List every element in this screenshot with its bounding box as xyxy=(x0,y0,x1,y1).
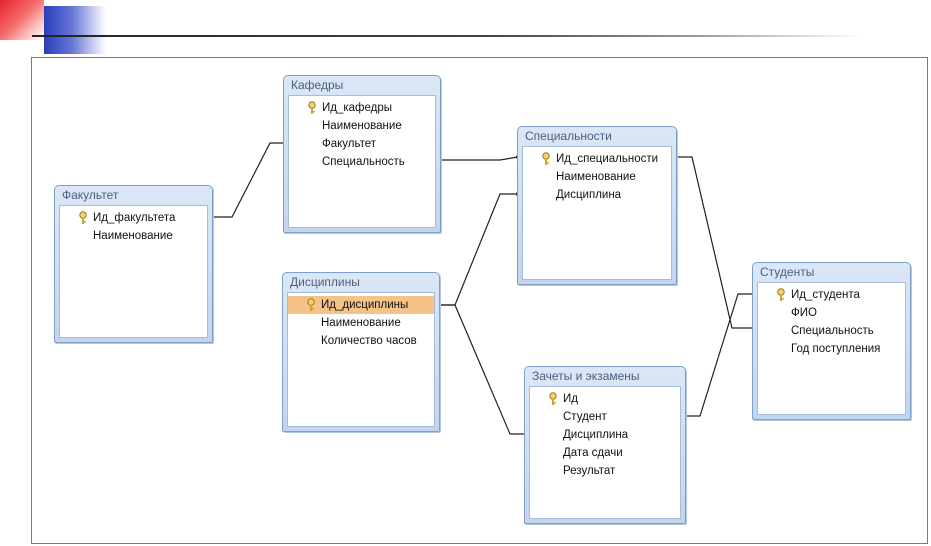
field-row[interactable]: Наименование xyxy=(289,117,435,135)
table-studenty[interactable]: Студенты Ид_студента ФИО Специальность Г… xyxy=(752,262,911,420)
primary-key-icon xyxy=(542,152,550,165)
field-name: Специальность xyxy=(791,325,874,337)
field-name: Студент xyxy=(563,411,607,423)
field-row[interactable]: Дисциплина xyxy=(530,426,680,444)
primary-key-icon xyxy=(549,392,557,405)
field-row[interactable]: Ид_кафедры xyxy=(289,99,435,117)
table-title[interactable]: Факультет xyxy=(62,188,119,202)
table-discipliny[interactable]: Дисциплины Ид_дисциплины Наименование Ко… xyxy=(282,272,440,432)
table-title[interactable]: Дисциплины xyxy=(290,275,360,289)
field-row[interactable]: Ид xyxy=(530,390,680,408)
table-specialnosti[interactable]: Специальности Ид_специальности Наименова… xyxy=(517,126,677,285)
field-row[interactable]: ФИО xyxy=(758,304,905,322)
field-row[interactable]: Специальность xyxy=(289,153,435,171)
field-row[interactable]: Год поступления xyxy=(758,340,905,358)
field-row[interactable]: Специальность xyxy=(758,322,905,340)
table-title[interactable]: Кафедры xyxy=(291,78,344,92)
field-name: Дисциплина xyxy=(556,189,622,201)
slide-accent-red xyxy=(0,0,44,40)
field-name: Результат xyxy=(563,465,616,477)
field-name: Специальность xyxy=(322,156,405,168)
field-row[interactable]: Наименование xyxy=(523,168,671,186)
table-title[interactable]: Зачеты и экзамены xyxy=(532,369,640,383)
field-name: Факультет xyxy=(322,138,377,150)
table-kafedry[interactable]: Кафедры Ид_кафедры Наименование Факульте… xyxy=(283,75,441,233)
field-list: Ид_кафедры Наименование Факультет Специа… xyxy=(288,95,436,228)
field-name: Ид_кафедры xyxy=(322,102,393,114)
field-row[interactable]: Ид_факультета xyxy=(60,209,207,227)
field-name: Наименование xyxy=(556,171,636,183)
field-name: Ид_специальности xyxy=(556,153,659,165)
field-name: Ид_дисциплины xyxy=(321,299,409,311)
field-name: Наименование xyxy=(93,230,173,242)
field-list: Ид_студента ФИО Специальность Год поступ… xyxy=(757,282,906,415)
field-row[interactable]: Ид_студента xyxy=(758,286,905,304)
field-name: Дисциплина xyxy=(563,429,629,441)
field-name: Ид_студента xyxy=(791,289,860,301)
primary-key-icon xyxy=(777,288,785,301)
table-title[interactable]: Студенты xyxy=(760,265,815,279)
table-fakultet[interactable]: Факультет Ид_факультета Наименование xyxy=(54,185,213,343)
field-row[interactable]: Ид_специальности xyxy=(523,150,671,168)
field-row[interactable]: Дисциплина xyxy=(523,186,671,204)
slide-title-rule xyxy=(32,35,862,37)
field-row[interactable]: Результат xyxy=(530,462,680,480)
slide-accent-blue xyxy=(44,6,106,54)
table-title[interactable]: Специальности xyxy=(525,129,612,143)
field-row[interactable]: Студент xyxy=(530,408,680,426)
primary-key-icon xyxy=(307,298,315,311)
field-name: Количество часов xyxy=(321,335,417,347)
table-zachety[interactable]: Зачеты и экзамены Ид Студент Дисциплина … xyxy=(524,366,686,524)
field-list: Ид_факультета Наименование xyxy=(59,205,208,338)
primary-key-icon xyxy=(79,211,87,224)
field-name: Дата сдачи xyxy=(563,447,623,459)
field-name: Ид_факультета xyxy=(93,212,176,224)
field-list: Ид_специальности Наименование Дисциплина xyxy=(522,146,672,280)
field-name: Год поступления xyxy=(791,343,881,355)
field-row[interactable]: Наименование xyxy=(60,227,207,245)
field-name: Ид xyxy=(563,393,578,405)
field-name: Наименование xyxy=(321,317,401,329)
field-name: ФИО xyxy=(791,307,817,319)
field-list: Ид Студент Дисциплина Дата сдачи Результ… xyxy=(529,386,681,519)
field-name: Наименование xyxy=(322,120,402,132)
field-row-selected[interactable]: Ид_дисциплины xyxy=(288,296,434,314)
primary-key-icon xyxy=(308,101,316,114)
field-row[interactable]: Наименование xyxy=(288,314,434,332)
field-row[interactable]: Количество часов xyxy=(288,332,434,350)
field-row[interactable]: Факультет xyxy=(289,135,435,153)
field-list: Ид_дисциплины Наименование Количество ча… xyxy=(287,292,435,427)
field-row[interactable]: Дата сдачи xyxy=(530,444,680,462)
